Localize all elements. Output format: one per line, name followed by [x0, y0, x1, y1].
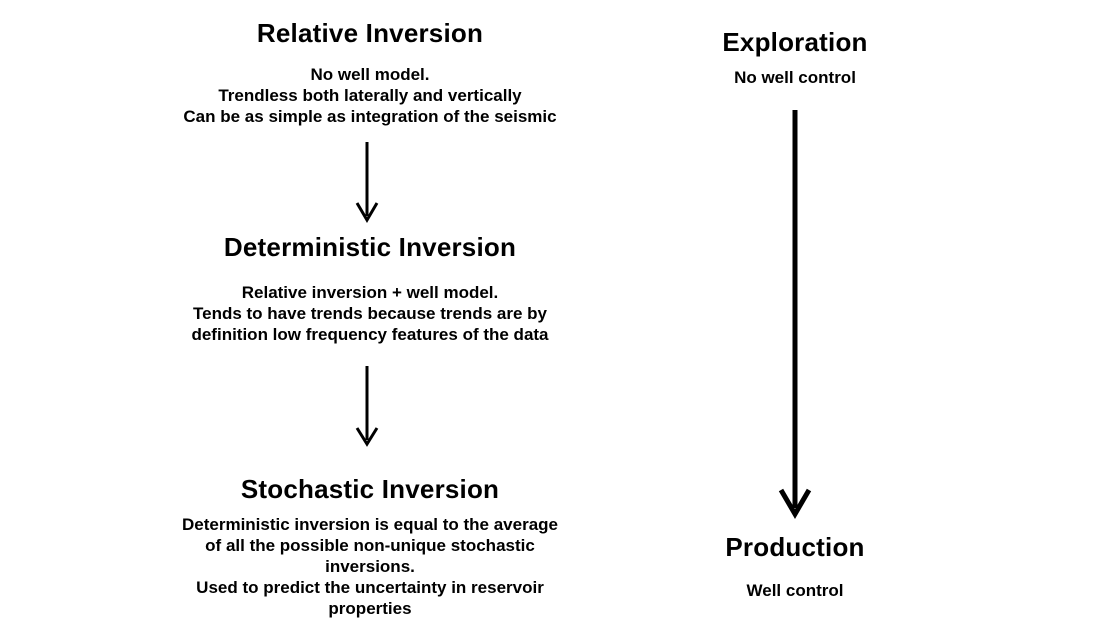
- production-block: Production Well control: [660, 532, 930, 601]
- relative-inversion-description: No well model. Trendless both laterally …: [170, 64, 570, 127]
- production-subtitle: Well control: [746, 581, 844, 600]
- arrow-relative-to-deterministic: [355, 142, 379, 223]
- deterministic-inversion-description: Relative inversion + well model. Tends t…: [170, 282, 570, 345]
- stochastic-inversion-description: Deterministic inversion is equal to the …: [170, 514, 570, 619]
- stochastic-inversion-line-3: inversions.: [325, 557, 415, 576]
- relative-inversion-title: Relative Inversion: [256, 18, 484, 48]
- stochastic-inversion-title: Stochastic Inversion: [240, 474, 500, 504]
- stochastic-inversion-line-5: properties: [328, 599, 412, 618]
- relative-inversion-line-2: Trendless both laterally and vertically: [218, 86, 522, 105]
- arrow-deterministic-to-stochastic: [355, 366, 379, 447]
- relative-inversion-line-1: No well model.: [310, 65, 430, 84]
- deterministic-inversion-line-3: definition low frequency features of the…: [191, 325, 549, 344]
- deterministic-inversion-line-2: Tends to have trends because trends are …: [193, 304, 547, 323]
- exploration-block: Exploration No well control: [660, 27, 930, 88]
- deterministic-inversion-line-1: Relative inversion + well model.: [241, 283, 499, 302]
- stochastic-inversion-block: Stochastic Inversion Deterministic inver…: [170, 474, 570, 619]
- exploration-title: Exploration: [722, 27, 868, 57]
- stochastic-inversion-line-2: of all the possible non-unique stochasti…: [205, 536, 535, 555]
- stochastic-inversion-line-4: Used to predict the uncertainty in reser…: [196, 578, 544, 597]
- production-title: Production: [725, 532, 865, 562]
- relative-inversion-block: Relative Inversion No well model. Trendl…: [170, 18, 570, 127]
- deterministic-inversion-block: Deterministic Inversion Relative inversi…: [170, 232, 570, 345]
- stochastic-inversion-line-1: Deterministic inversion is equal to the …: [181, 515, 559, 534]
- deterministic-inversion-title: Deterministic Inversion: [223, 232, 517, 262]
- exploration-subtitle: No well control: [734, 68, 856, 87]
- arrow-exploration-to-production: [778, 110, 812, 519]
- relative-inversion-line-3: Can be as simple as integration of the s…: [183, 107, 557, 126]
